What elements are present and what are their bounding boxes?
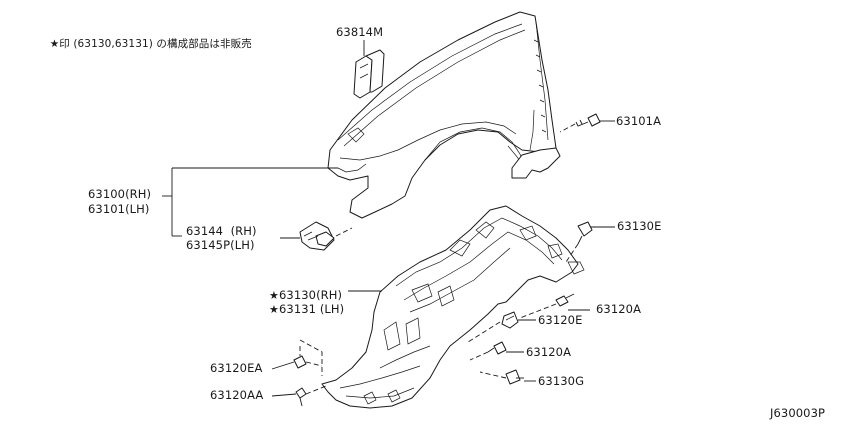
leader-lines (162, 40, 615, 397)
fender-liner-drawing (321, 205, 585, 409)
label-63130G[interactable]: 63130G (538, 374, 585, 388)
label-63130E[interactable]: 63130E (617, 219, 662, 233)
label-63130-rh[interactable]: ★63130(RH) (254, 276, 342, 315)
diagram-id: J630003P (770, 406, 826, 420)
label-63120A-lower[interactable]: 63120A (526, 345, 572, 359)
star-icon: ★ (269, 289, 279, 302)
label-63120A-upper[interactable]: 63120A (596, 302, 642, 316)
label-63145P-lh[interactable]: 63145P(LH) (186, 238, 255, 252)
bolt-63101A-drawing (559, 113, 601, 133)
label-63144-rh[interactable]: 63144 (RH) (186, 224, 257, 238)
label-63101A[interactable]: 63101A (616, 114, 662, 128)
label-63130-rh-text: 63130(RH) (279, 288, 343, 302)
label-63814M[interactable]: 63814M (336, 25, 384, 39)
label-63120AA[interactable]: 63120AA (210, 388, 264, 402)
note-text: 印 (63130,63131) の構成部品は非販売 (59, 38, 252, 50)
clip-63144-drawing (299, 221, 353, 251)
front-fender-drawing (327, 11, 561, 219)
label-63120E[interactable]: 63120E (538, 313, 583, 327)
bracket-63814M-drawing (353, 49, 385, 99)
label-63131-lh-text: 63131 (LH) (279, 302, 345, 316)
non-sale-note: ★印 (63130,63131) の構成部品は非販売 (36, 25, 252, 64)
star-icon: ★ (269, 303, 279, 316)
label-63131-lh[interactable]: ★63131 (LH) (254, 290, 344, 329)
fasteners-drawing (293, 221, 593, 407)
label-63120EA[interactable]: 63120EA (210, 361, 263, 375)
label-63100-rh[interactable]: 63100(RH) (88, 187, 152, 201)
star-icon: ★ (49, 38, 60, 50)
label-63101-lh[interactable]: 63101(LH) (88, 202, 150, 216)
